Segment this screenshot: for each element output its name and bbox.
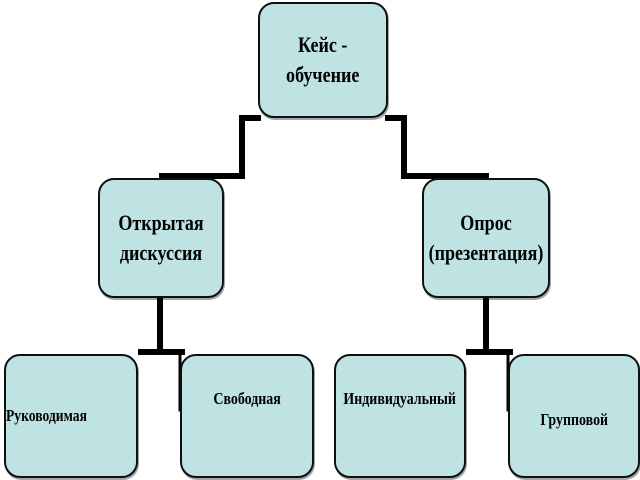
node-free: Свободная: [180, 354, 314, 478]
connector-root-right: [385, 115, 489, 179]
node-case-learning-line-2: обучение: [286, 62, 360, 87]
node-open-discussion-line-2: дискуссия: [119, 240, 203, 265]
node-case-learning: Кейс - обучение: [258, 2, 388, 118]
node-individual: Индивидуальный: [334, 354, 466, 478]
connector-right-children: [466, 295, 513, 355]
node-open-discussion-label: Открытая дискуссия: [118, 208, 203, 267]
node-open-discussion: Открытая дискуссия: [98, 178, 224, 298]
node-survey-presentation-label: Опрос (презентация): [429, 208, 544, 267]
node-case-learning-label: Кейс - обучение: [286, 30, 359, 89]
connector-left-children: [138, 295, 185, 355]
node-open-discussion-line-1: Открытая: [118, 210, 204, 236]
node-survey-presentation-line-1: Опрос: [460, 210, 512, 236]
node-guided-label: Руководимая: [6, 405, 87, 425]
node-group-label: Групповой: [540, 409, 608, 429]
node-case-learning-line-1: Кейс -: [298, 32, 348, 58]
node-free-label: Свободная: [213, 389, 281, 408]
node-survey-presentation: Опрос (презентация): [422, 178, 550, 298]
connector-root-left: [159, 115, 261, 179]
node-guided: Руководимая: [4, 354, 138, 478]
node-individual-label: Индивидуальный: [343, 389, 457, 408]
node-group: Групповой: [508, 354, 640, 478]
node-survey-presentation-line-2: (презентация): [428, 240, 544, 265]
